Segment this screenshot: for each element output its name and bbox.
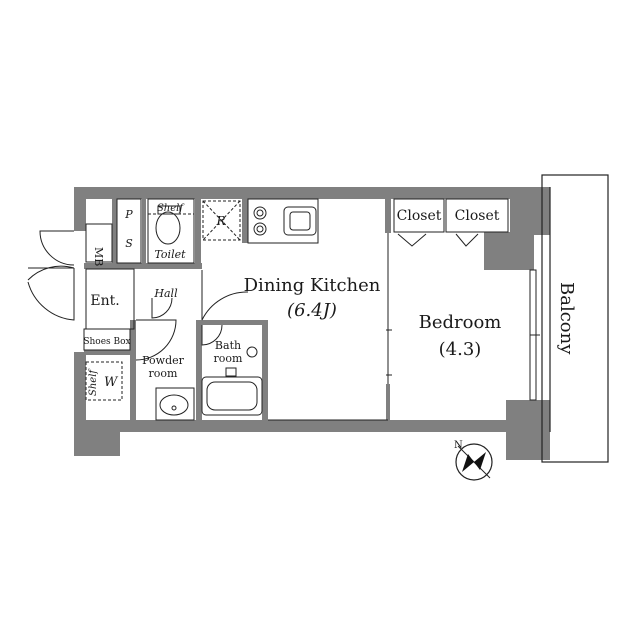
label-balcony: Balcony — [556, 282, 577, 355]
label-ps-1: P — [124, 208, 133, 221]
compass-icon: N — [454, 440, 493, 481]
label-shelf-toilet: Shelf — [157, 203, 185, 214]
label-closet-2: Closet — [455, 208, 500, 224]
label-entrance: Ent. — [90, 293, 119, 309]
compass-north-label: N — [454, 440, 463, 451]
label-ps-2: S — [125, 237, 133, 250]
label-toilet: Toilet — [154, 248, 186, 261]
label-closet-1: Closet — [397, 208, 442, 224]
balcony — [541, 174, 609, 463]
label-mb: MB — [92, 247, 105, 266]
label-bedroom: Bedroom — [419, 312, 502, 333]
label-washer: W — [104, 375, 119, 390]
label-dining-kitchen: Dining Kitchen — [244, 275, 381, 296]
label-dining-kitchen-size: (6.4J) — [287, 300, 337, 321]
doors — [27, 230, 249, 361]
bedroom-window — [529, 269, 540, 401]
label-refrigerator: R — [215, 214, 225, 228]
label-powder-room-2: room — [149, 367, 179, 380]
interior-lines — [83, 198, 509, 421]
walls — [74, 187, 550, 460]
label-bedroom-size: (4.3) — [439, 339, 482, 360]
label-hall: Hall — [153, 287, 178, 300]
label-powder-room-1: Powder — [142, 354, 185, 367]
label-bath-room-1: Bath — [215, 339, 241, 352]
label-bath-room-2: room — [214, 352, 244, 365]
label-shelf-powder: Shelf — [88, 368, 99, 396]
label-shoes-box: Shoes Box — [83, 337, 130, 347]
